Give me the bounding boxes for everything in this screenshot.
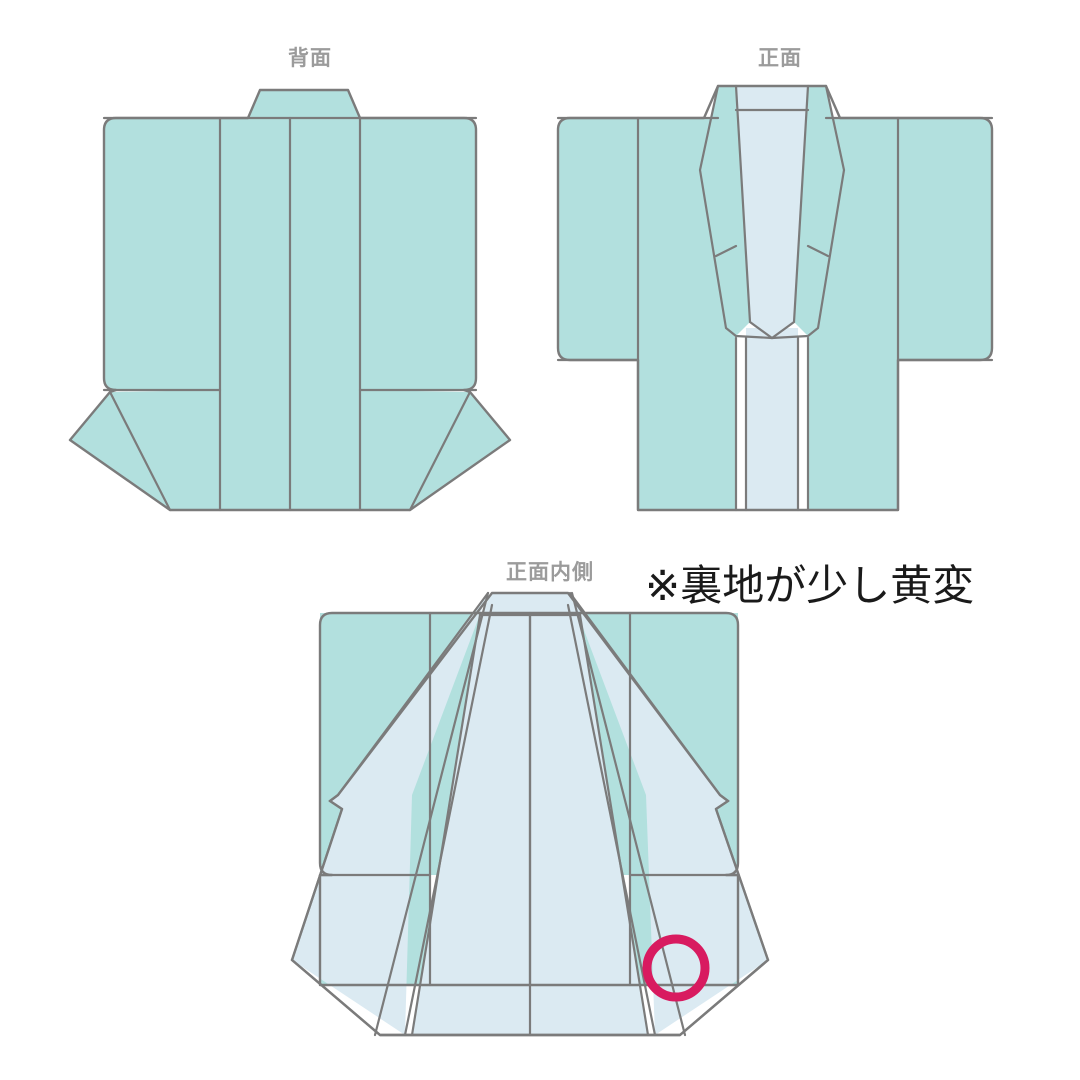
lining-yellowing-note: ※裏地が少し黄変 <box>645 562 975 609</box>
back-left-sleeve <box>104 118 220 390</box>
front-right-collar-notch <box>806 244 830 258</box>
inner-left-flap-edge <box>403 603 494 1037</box>
view-label-front-inner: 正面内側 <box>506 561 594 584</box>
inner-left-flap-hem-fold <box>290 807 344 962</box>
inner-center-lining-right-seam <box>578 613 650 1037</box>
front-left-sleeve <box>558 118 638 360</box>
inner-right-flap-fold <box>568 591 730 811</box>
inner-right-flap-inner-edge <box>570 591 687 1037</box>
front-collar-top-facing <box>736 86 808 110</box>
kimono-back-view-diagram <box>68 88 512 512</box>
front-center-lining-strip <box>746 328 798 510</box>
inner-right-flap-edge <box>566 603 657 1037</box>
back-right-skirt <box>360 390 510 510</box>
inner-hem-line <box>290 958 770 1037</box>
back-right-sleeve <box>360 118 476 390</box>
front-right-collar-band <box>794 86 844 336</box>
view-label-back: 背面 <box>288 47 332 70</box>
inner-right-flap-hem-fold <box>714 807 770 962</box>
back-collar-shape <box>248 90 360 118</box>
front-left-collar-notch <box>714 244 738 258</box>
front-collar-inner-edge <box>734 84 810 340</box>
kimono-front-inner-view-diagram <box>290 591 770 1037</box>
inner-left-flap-lining <box>292 593 488 1035</box>
inner-left-flap-fold <box>328 591 490 811</box>
view-label-front: 正面 <box>758 47 802 70</box>
back-right-skirt-fold <box>408 390 472 512</box>
inner-right-flap-lining <box>570 593 768 1035</box>
kimono-front-view-diagram <box>556 84 994 512</box>
back-left-skirt-fold <box>108 390 172 512</box>
front-left-collar-band <box>700 86 750 336</box>
front-neck-lining <box>736 86 808 338</box>
inner-left-flap-inner-edge <box>373 591 490 1037</box>
inner-collar-top-band <box>480 593 580 615</box>
front-right-sleeve <box>898 118 992 360</box>
condition-marker-circle[interactable] <box>642 934 710 1002</box>
inner-center-lining-left-seam <box>410 613 482 1037</box>
back-left-skirt <box>70 390 220 510</box>
